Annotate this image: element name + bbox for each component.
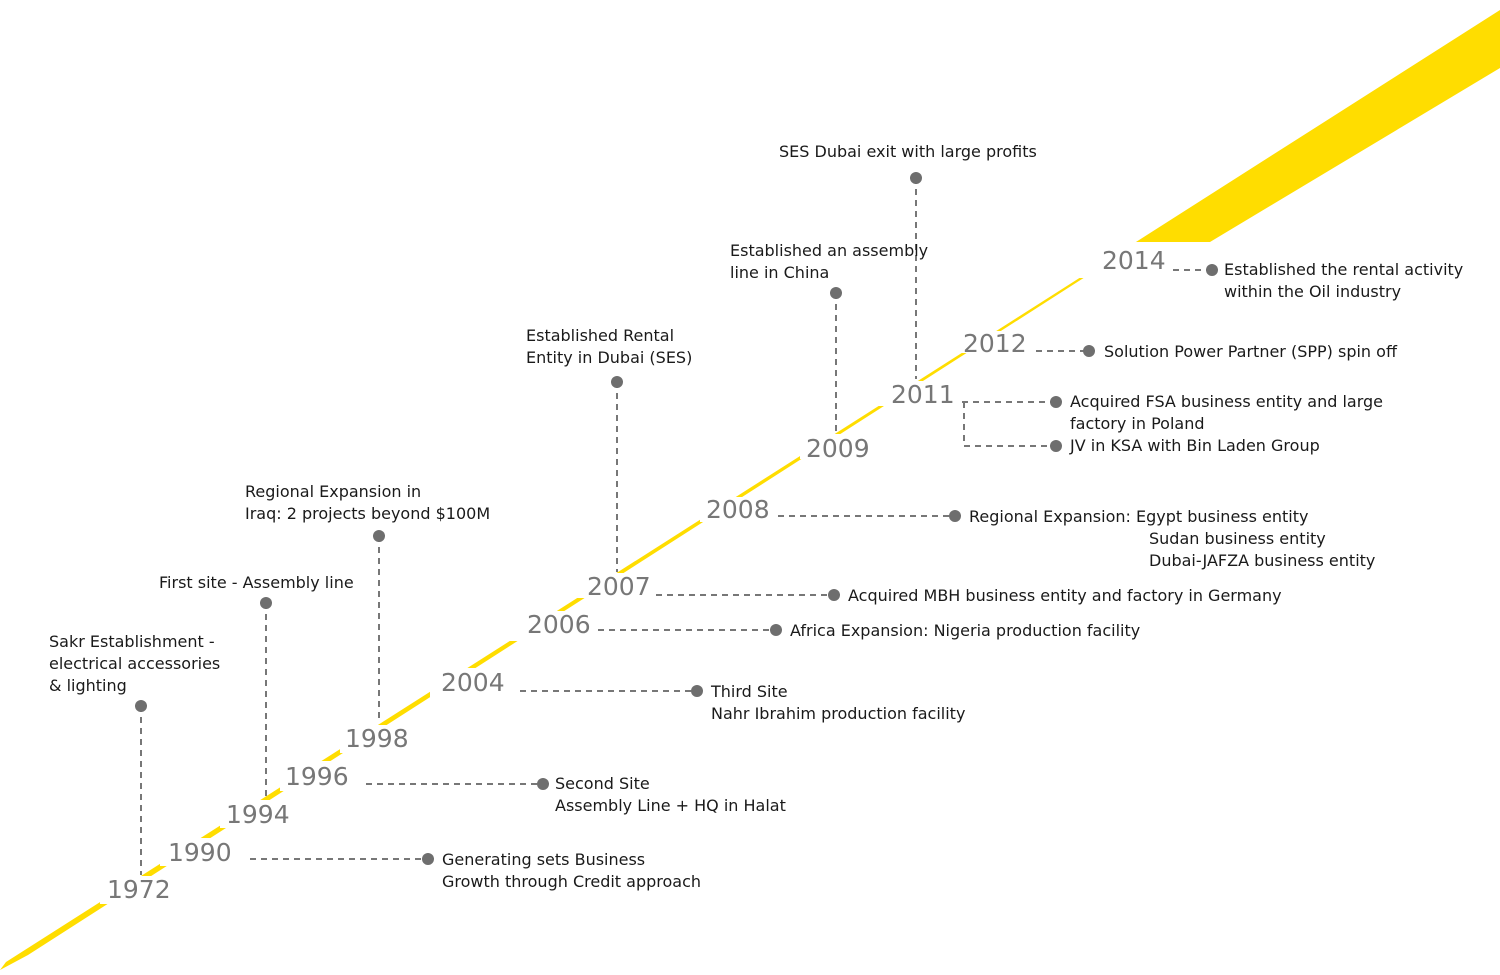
dot-2007b xyxy=(611,376,623,388)
dot-2004 xyxy=(691,685,703,697)
dot-1998 xyxy=(373,530,385,542)
event-1998: Regional Expansion in Iraq: 2 projects b… xyxy=(245,482,490,523)
year-label: 2006 xyxy=(527,610,591,639)
connectors xyxy=(140,178,1212,875)
year-label: 2012 xyxy=(963,329,1027,358)
year-label: 2007 xyxy=(587,572,651,601)
event-2014: Established the rental activity within t… xyxy=(1224,260,1468,301)
band-gap xyxy=(560,573,760,598)
band-gap xyxy=(500,611,620,641)
dot-1994 xyxy=(260,597,272,609)
band-gap xyxy=(860,381,1060,406)
band-gap xyxy=(930,331,1150,353)
year-label: 1990 xyxy=(168,838,232,867)
band-gap xyxy=(100,876,220,904)
year-label: 1998 xyxy=(345,724,409,753)
dot-1972 xyxy=(135,700,147,712)
dot-2008 xyxy=(949,510,961,522)
band-gap xyxy=(220,800,340,828)
dot-2007a xyxy=(828,589,840,601)
event-1990: Generating sets Business Growth through … xyxy=(442,850,701,891)
dots xyxy=(135,172,1218,865)
dot-2011c xyxy=(910,172,922,184)
year-label: 2014 xyxy=(1102,246,1166,275)
event-2004: Third Site Nahr Ibrahim production facil… xyxy=(710,682,965,723)
band-gap xyxy=(700,497,860,522)
year-label: 2009 xyxy=(806,434,870,463)
event-2009: Established an assembly line in China xyxy=(730,241,933,282)
event-1994: First site - Assembly line xyxy=(159,573,354,592)
band-gap xyxy=(160,838,310,866)
dot-2011a xyxy=(1050,396,1062,408)
event-2008: Regional Expansion: Egypt business entit… xyxy=(969,507,1375,570)
year-label: 2004 xyxy=(441,668,505,697)
year-label: 1996 xyxy=(285,762,349,791)
event-1972: Sakr Establishment - electrical accessor… xyxy=(49,632,225,695)
band-gap xyxy=(430,668,580,701)
event-labels: Sakr Establishment - electrical accessor… xyxy=(49,142,1468,891)
event-2011b: JV in KSA with Bin Laden Group xyxy=(1069,436,1320,455)
dot-2009 xyxy=(830,287,842,299)
dot-2014 xyxy=(1206,264,1218,276)
event-1996: Second Site Assembly Line + HQ in Halat xyxy=(555,774,786,815)
event-2007a: Acquired MBH business entity and factory… xyxy=(848,586,1282,605)
event-2011a: Acquired FSA business entity and large f… xyxy=(1070,392,1388,433)
event-2007b: Established Rental Entity in Dubai (SES) xyxy=(526,326,692,367)
year-label: 2011 xyxy=(891,380,955,409)
dot-2011b xyxy=(1050,440,1062,452)
year-labels: 1972 1990 1994 1996 1998 2004 2006 2007 … xyxy=(107,246,1166,904)
dot-1990 xyxy=(422,853,434,865)
event-2011c: SES Dubai exit with large profits xyxy=(779,142,1037,161)
year-label: 1994 xyxy=(226,800,290,829)
band-gap xyxy=(340,725,460,753)
year-label: 2008 xyxy=(706,495,770,524)
event-2012: Solution Power Partner (SPP) spin off xyxy=(1104,342,1398,361)
dot-2006 xyxy=(770,624,782,636)
dot-1996 xyxy=(537,778,549,790)
dot-2012 xyxy=(1083,345,1095,357)
connector-2011b xyxy=(963,402,1056,447)
band-gap xyxy=(280,761,430,791)
year-label: 1972 xyxy=(107,875,171,904)
event-2006: Africa Expansion: Nigeria production fac… xyxy=(790,621,1140,640)
